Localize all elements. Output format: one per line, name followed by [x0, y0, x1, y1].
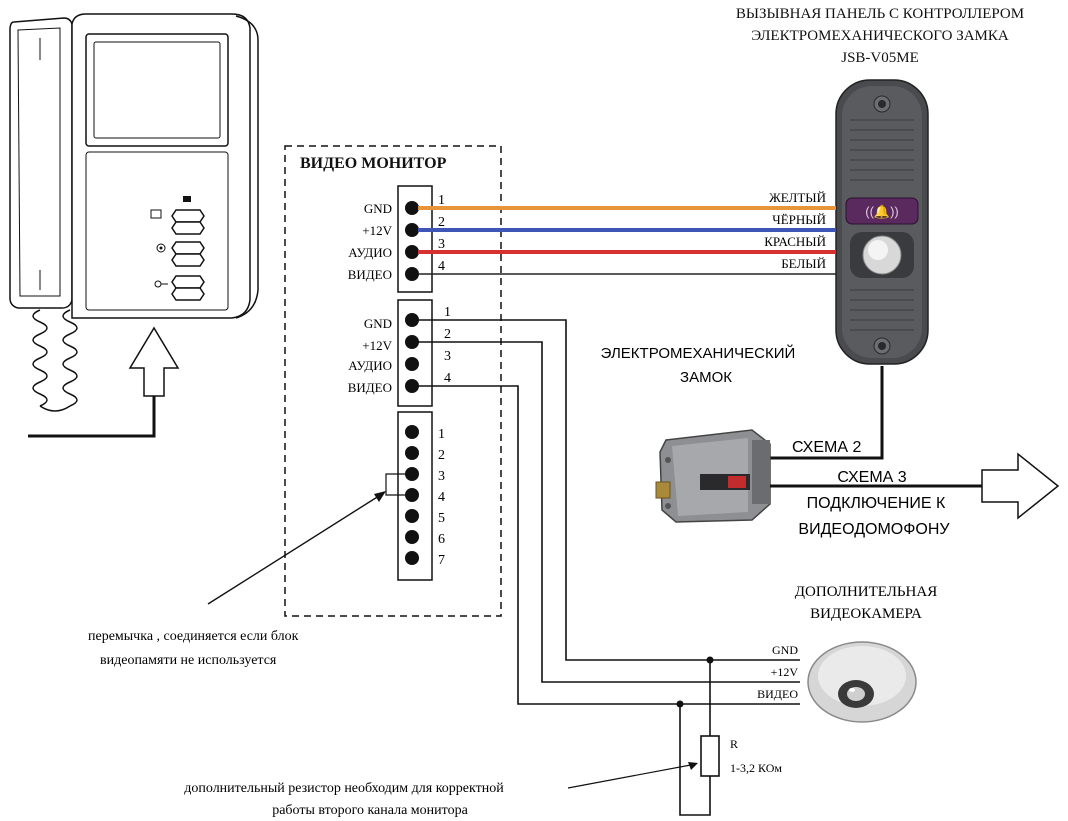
connector3-pin-7: 7 — [438, 553, 445, 568]
connector3-pin-2: 2 — [438, 448, 445, 463]
handset-coil-cord — [32, 309, 78, 412]
connector1-label-gnd: GND — [364, 201, 392, 216]
connector-2 — [397, 299, 433, 407]
resistor-pointer-arrow — [567, 763, 697, 789]
connector3-pin-5: 5 — [438, 511, 445, 526]
connector2-label-12v: +12V — [362, 338, 392, 353]
resistor-value: 1-3,2 КОм — [730, 761, 782, 775]
connector-3 — [397, 411, 433, 581]
wire-label-black: ЧЁРНЫЙ — [772, 212, 826, 227]
call-panel-model: JSB-V05ME — [841, 50, 919, 66]
junction-gnd — [706, 656, 714, 664]
scheme3-line3: ВИДЕОДОМОФОНУ — [798, 521, 950, 538]
video-monitor-box — [284, 145, 502, 617]
scheme3-arrow-icon — [981, 452, 1060, 520]
call-panel-title-line2: ЭЛЕКТРОМЕХАНИЧЕСКОГО ЗАМКА — [751, 28, 1009, 44]
call-bell-icon: ((🔔)) — [865, 204, 899, 219]
wire-label-yellow: ЖЕЛТЫЙ — [769, 190, 826, 205]
connector2-pin-4: 4 — [444, 371, 451, 386]
panel-wires — [418, 206, 836, 275]
video-monitor-title: ВИДЕО МОНИТОР — [300, 155, 447, 172]
monitor-cable — [28, 396, 156, 438]
connector2-pin-1: 1 — [444, 305, 451, 320]
resistor-label: R — [730, 737, 738, 751]
connector2-label-gnd: GND — [364, 316, 392, 331]
lock-cable — [770, 366, 884, 460]
connector1-pin-2: 2 — [438, 215, 445, 230]
connector1-pin-3: 3 — [438, 237, 445, 252]
connector1-label-video: ВИДЕО — [348, 267, 392, 282]
camera-wires — [418, 319, 800, 816]
connector3-pin-6: 6 — [438, 532, 445, 547]
camera-wire-label-12v: +12V — [771, 665, 799, 679]
jumper-pointer-arrow — [207, 493, 383, 605]
connector2-label-audio: АУДИО — [348, 358, 392, 373]
camera-wire-label-gnd: GND — [772, 643, 798, 657]
camera-title-line1: ДОПОЛНИТЕЛЬНАЯ — [795, 584, 937, 600]
connector-1 — [397, 185, 433, 293]
wire-label-red: КРАСНЫЙ — [764, 234, 826, 249]
connector1-label-12v: +12V — [362, 223, 392, 238]
wire-label-white: БЕЛЫЙ — [781, 256, 826, 271]
resistor — [700, 735, 720, 777]
jumper-note-line2: видеопамяти не используется — [100, 653, 277, 668]
scheme3-line2: ПОДКЛЮЧЕНИЕ К — [807, 495, 946, 512]
resistor-note-line1: дополнительный резистор необходим для ко… — [184, 781, 504, 796]
camera-title-line2: ВИДЕОКАМЕРА — [810, 606, 922, 622]
connector3-pin-4: 4 — [438, 490, 445, 505]
monitor-input-arrow-icon — [128, 326, 180, 397]
camera-device — [807, 641, 917, 723]
connector2-pin-2: 2 — [444, 327, 451, 342]
call-panel-device: ((🔔)) — [835, 79, 929, 365]
jumper-note-line1: перемычка , соединяется если блок — [88, 629, 299, 644]
video-monitor-drawing — [9, 13, 259, 319]
resistor-note-line2: работы второго канала монитора — [272, 803, 468, 818]
connector1-pin-1: 1 — [438, 193, 445, 208]
connector3-pin-3: 3 — [438, 469, 445, 484]
lock-label-line1: ЭЛЕКТРОМЕХАНИЧЕСКИЙ — [601, 344, 796, 362]
camera-wire-label-video: ВИДЕО — [757, 687, 798, 701]
jumper-bracket — [385, 473, 406, 496]
call-panel-title-line1: ВЫЗЫВНАЯ ПАНЕЛЬ С КОНТРОЛЛЕРОМ — [736, 6, 1024, 22]
connector1-label-audio: АУДИО — [348, 245, 392, 260]
electromechanical-lock-device — [655, 429, 771, 523]
scheme2-label: СХЕМА 2 — [792, 439, 861, 456]
connector2-label-video: ВИДЕО — [348, 380, 392, 395]
scheme3-line1: СХЕМА 3 — [837, 469, 906, 486]
lock-label-line2: ЗАМОК — [680, 369, 732, 386]
connector1-pin-4: 4 — [438, 259, 445, 274]
connector3-pin-1: 1 — [438, 427, 445, 442]
connector2-pin-3: 3 — [444, 349, 451, 364]
junction-video — [676, 700, 684, 708]
